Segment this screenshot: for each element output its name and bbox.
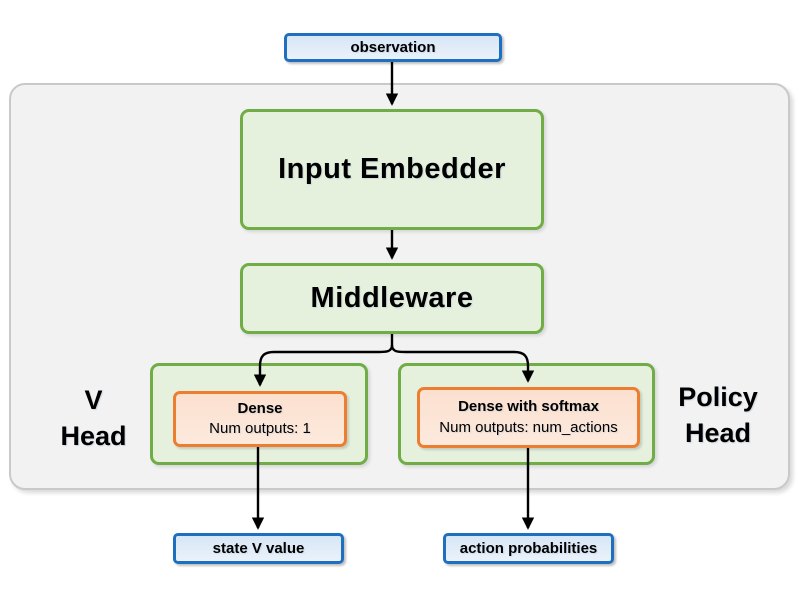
node-v-head-dense: Dense Num outputs: 1 [173, 391, 347, 447]
node-observation-label: observation [350, 39, 436, 56]
policy-head-dense-subtitle: Num outputs: num_actions [439, 418, 618, 436]
node-policy-head-dense: Dense with softmax Num outputs: num_acti… [417, 387, 640, 448]
v-head-dense-subtitle: Num outputs: 1 [209, 420, 311, 437]
node-action-probabilities: action probabilities [443, 533, 614, 564]
node-input-embedder: Input Embedder [240, 109, 544, 230]
node-observation: observation [284, 33, 502, 62]
v-head-dense-title: Dense [237, 399, 283, 417]
node-state-v-value-label: state V value [212, 540, 305, 557]
node-middleware-label: Middleware [310, 282, 474, 314]
node-input-embedder-label: Input Embedder [278, 153, 506, 185]
node-state-v-value: state V value [173, 533, 344, 564]
policy-head-dense-title: Dense with softmax [458, 398, 599, 416]
node-action-probabilities-label: action probabilities [459, 540, 598, 557]
node-middleware: Middleware [240, 263, 544, 334]
policy-head-label: Policy Head [678, 382, 758, 448]
v-head-label: V Head [60, 385, 127, 451]
